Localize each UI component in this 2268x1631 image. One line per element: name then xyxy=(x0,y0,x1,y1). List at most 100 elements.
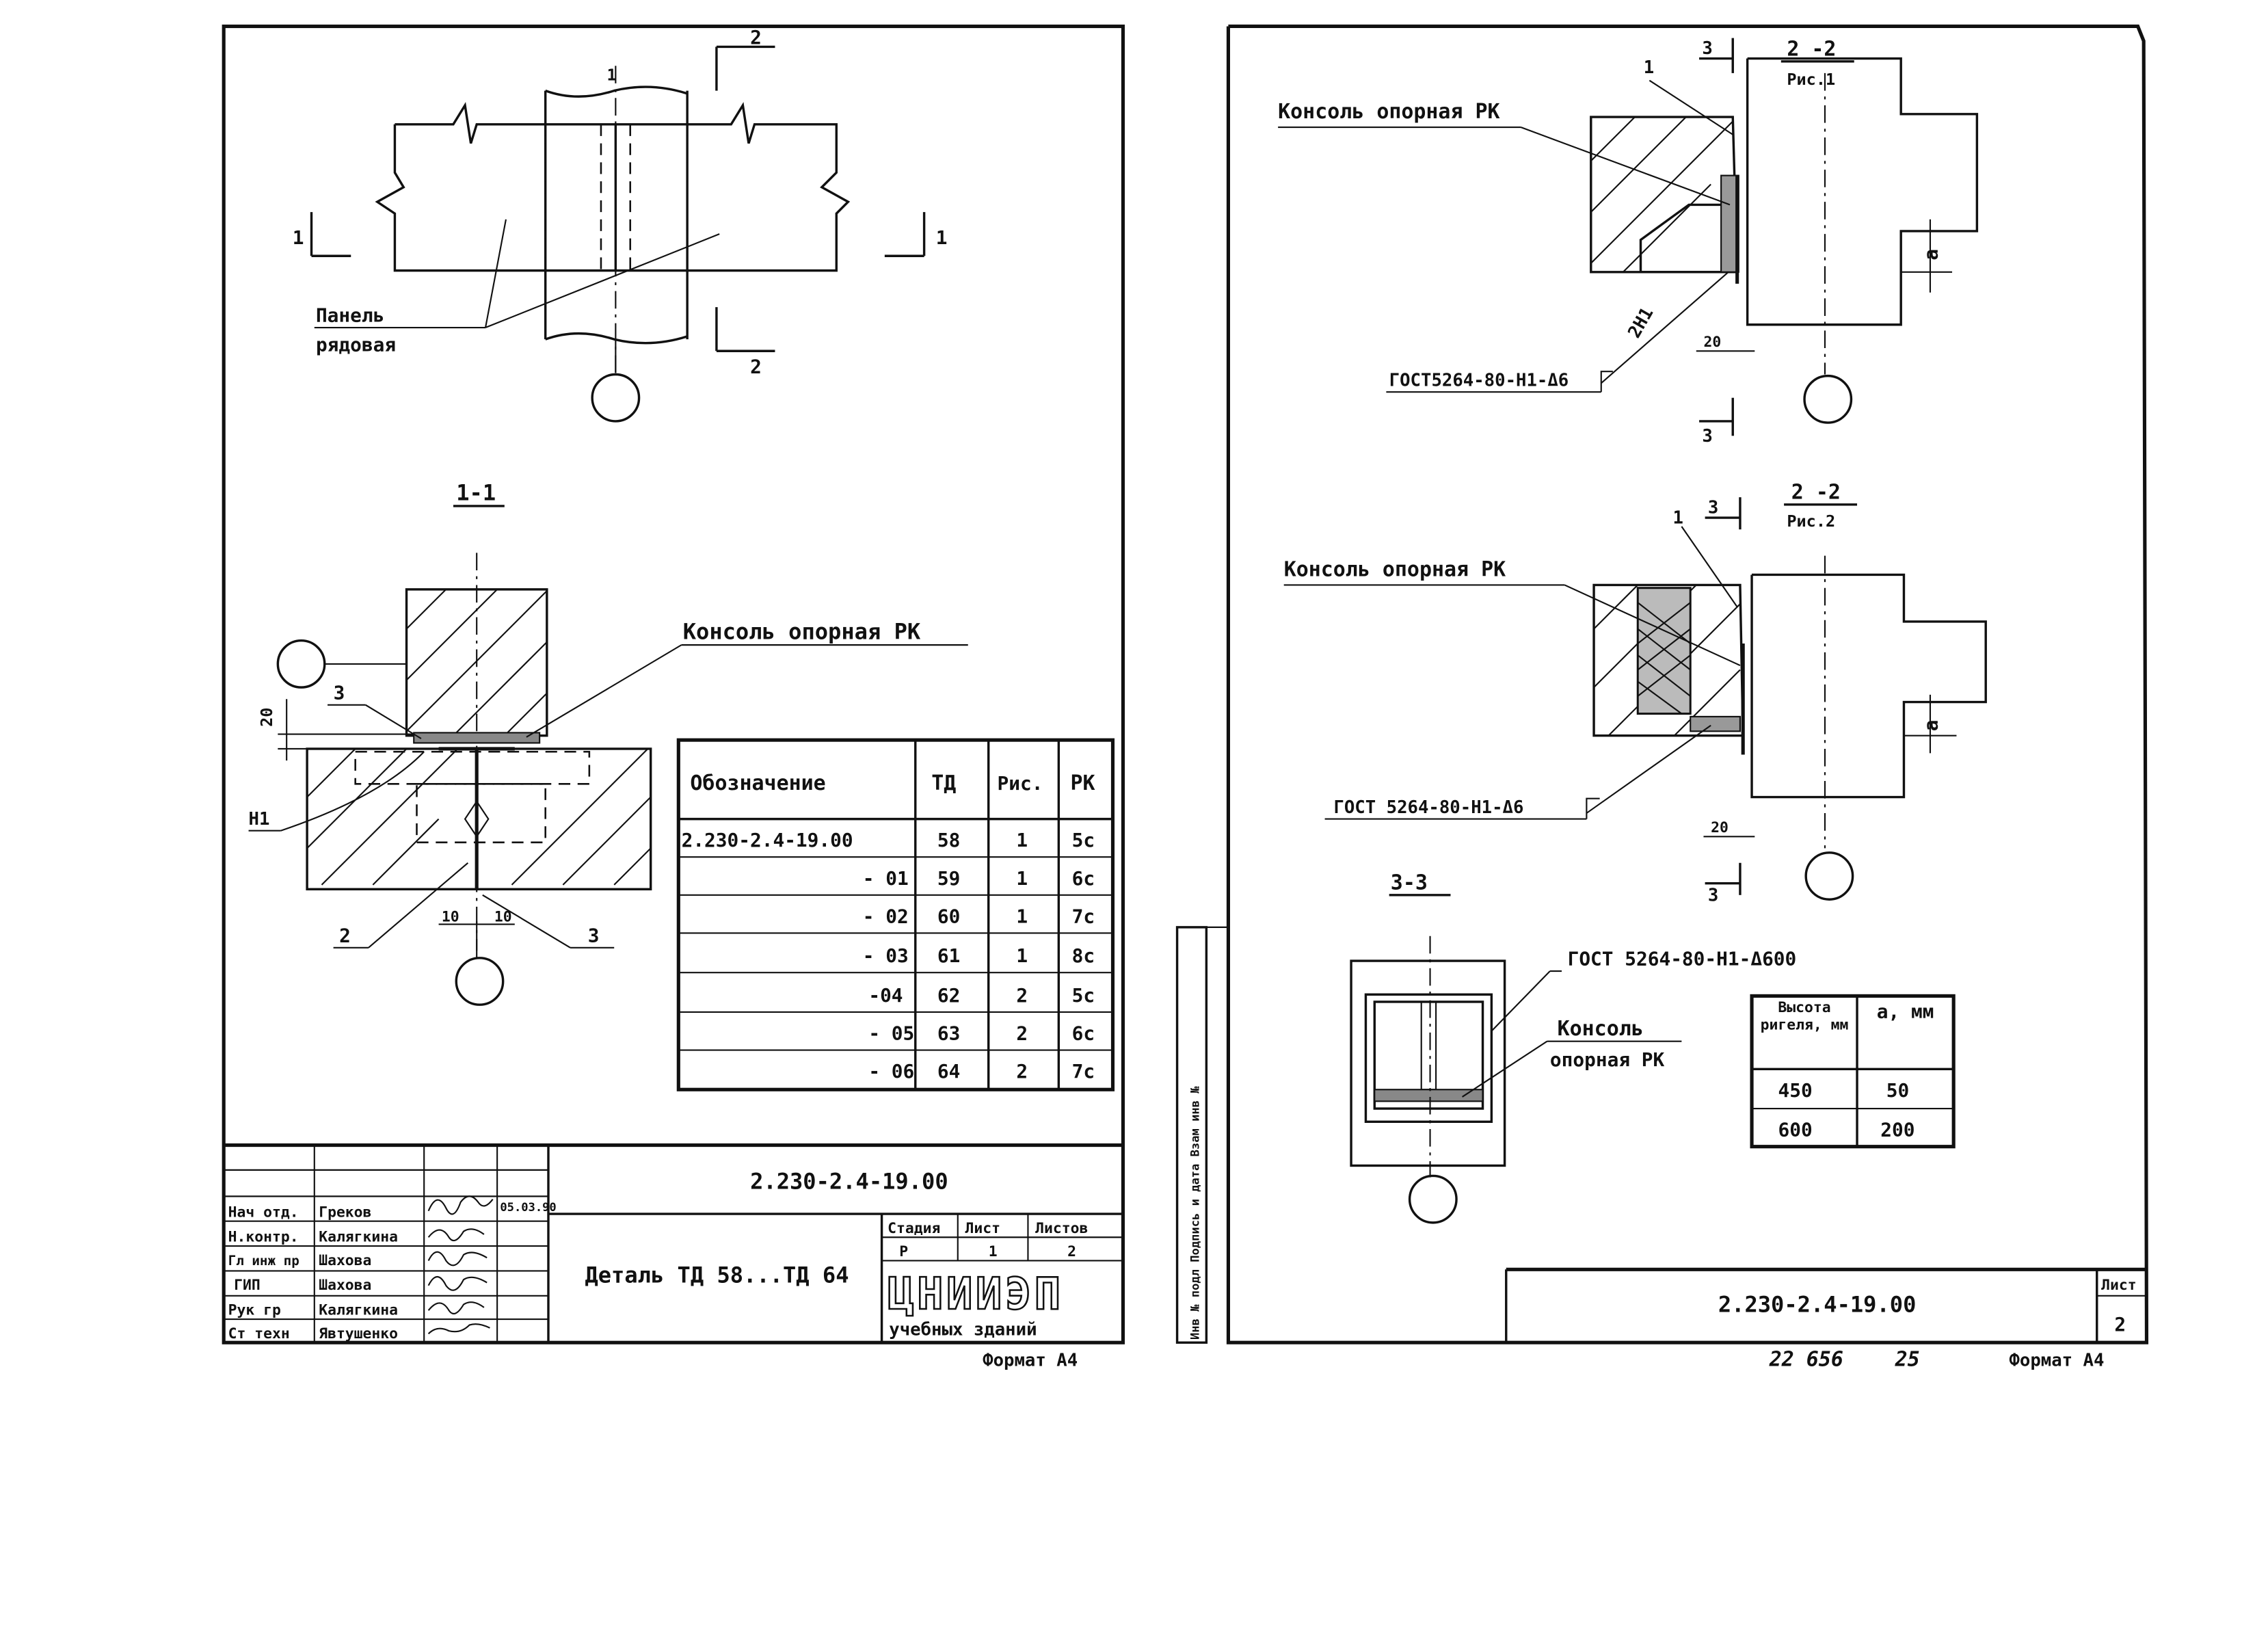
mark-3-lower: 3 xyxy=(588,924,600,946)
mark-2: 2 xyxy=(339,924,351,946)
table-row-3-fig: 1 xyxy=(1016,905,1028,927)
footer-number: 22 656 xyxy=(1769,1347,1843,1371)
table-row-5-td: 62 xyxy=(937,984,960,1007)
table-row-7-td: 64 xyxy=(937,1060,960,1083)
fig2-mark-1: 1 xyxy=(1673,508,1683,529)
stamp-date: 05.03.90 xyxy=(500,1201,556,1215)
table-row-1-rk: 5с xyxy=(1072,829,1095,851)
mark-n1: Н1 xyxy=(249,809,270,830)
fig2-mark-3-top: 3 xyxy=(1708,498,1718,518)
axis-mark-1: 1 xyxy=(607,66,617,85)
fig1-console-label: Консоль опорная РК xyxy=(1278,100,1499,124)
fig1-mark-1: 1 xyxy=(1644,57,1654,78)
sheet-value: 1 xyxy=(989,1243,998,1260)
org-logo: ЦНИИЭП xyxy=(888,1269,1063,1320)
name-2: Калягкина xyxy=(319,1229,398,1246)
table-row-3-rk: 7с xyxy=(1072,905,1095,927)
section-mark-2-top: 2 xyxy=(750,26,762,49)
fig1-dim-a: a xyxy=(1920,249,1943,261)
fig2-dim-a: a xyxy=(1920,720,1943,732)
table-row-5-fig: 2 xyxy=(1016,984,1028,1007)
table-row-6-designation: - 05 xyxy=(868,1022,914,1045)
right-stamp-code: 2.230-2.4-19.00 xyxy=(1718,1291,1917,1317)
table-row-5-rk: 5с xyxy=(1072,984,1095,1007)
plan-view: 1 1 2 2 1 Панель рядовая xyxy=(293,26,948,423)
sheets-value: 2 xyxy=(1067,1243,1076,1260)
dim-10a: 10 xyxy=(442,908,459,925)
fig1-mark-3-bot: 3 xyxy=(1702,426,1712,447)
table-header-td: ТД xyxy=(931,771,956,795)
table-row-3-td: 60 xyxy=(937,905,960,927)
right-stamp-sheet: 2 xyxy=(2114,1313,2126,1336)
side-strip-text: Инв № подл Подпись и дата Взам инв № xyxy=(1189,1086,1203,1340)
panel-label-line1: Панель xyxy=(316,304,384,326)
height-table-head-2: a, мм xyxy=(1877,1002,1934,1024)
height-row-1-a: 50 xyxy=(1886,1079,1909,1102)
table-row-5-designation: -04 xyxy=(868,984,903,1007)
fig1-section: 2 -2 Рис.1 a 20 3 3 1 xyxy=(1278,37,1979,447)
table-row-1-designation: 2.230-2.4-19.00 xyxy=(682,829,853,851)
dim-20: 20 xyxy=(257,708,276,727)
height-table-head-1: Высота ригеля, мм xyxy=(1761,1000,1849,1034)
left-format: Формат А4 xyxy=(983,1350,1078,1370)
stage-value: Р xyxy=(899,1243,908,1260)
mark-3-upper: 3 xyxy=(334,681,345,704)
table-row-7-designation: - 06 xyxy=(868,1060,914,1083)
height-row-2-h: 600 xyxy=(1778,1119,1813,1141)
table-row-6-rk: 6с xyxy=(1072,1022,1095,1045)
dim-10b: 10 xyxy=(494,908,512,925)
section-3-3-console-line2: опорная РК xyxy=(1550,1048,1665,1071)
height-row-1-h: 450 xyxy=(1778,1079,1813,1102)
height-row-2-a: 200 xyxy=(1880,1119,1915,1141)
fig2-console-label: Консоль опорная РК xyxy=(1284,558,1506,582)
fig1-title-bottom: Рис.1 xyxy=(1787,70,1835,89)
table-row-1-td: 58 xyxy=(937,829,960,851)
fig2-mark-3-bot: 3 xyxy=(1708,885,1718,905)
table-header-fig: Рис. xyxy=(998,772,1043,795)
name-4: Шахова xyxy=(319,1277,371,1294)
designation-table: Обозначение ТД Рис. РК 2.230-2.4-19.00 5… xyxy=(676,738,1115,1091)
table-row-3-designation: - 02 xyxy=(863,905,909,927)
sheets-head: Листов xyxy=(1035,1220,1088,1237)
org-subtitle: учебных зданий xyxy=(889,1320,1037,1340)
section-3-3-gost: ГОСТ 5264-80-Н1-Δ600 xyxy=(1568,947,1797,970)
footer-page: 25 xyxy=(1895,1347,1920,1371)
sheet-head: Лист xyxy=(965,1220,1000,1237)
section-mark-1-right: 1 xyxy=(936,226,948,249)
fig1-gost: ГОСТ5264-80-Н1-Δ6 xyxy=(1389,371,1569,391)
table-row-2-rk: 6с xyxy=(1072,867,1095,890)
table-row-4-rk: 8с xyxy=(1072,944,1095,967)
name-3: Шахова xyxy=(319,1252,371,1269)
role-6: Ст техн xyxy=(228,1325,290,1342)
table-row-7-rk: 7с xyxy=(1072,1060,1095,1083)
role-3: Гл инж пр xyxy=(228,1253,299,1269)
role-4: ГИП xyxy=(234,1277,261,1294)
table-row-4-td: 61 xyxy=(937,944,960,967)
fig1-dim-20: 20 xyxy=(1703,334,1721,351)
name-5: Калягкина xyxy=(319,1302,398,1319)
fig1-mark-3-top: 3 xyxy=(1702,38,1712,59)
name-6: Явтушенко xyxy=(319,1325,398,1342)
section-mark-1-left: 1 xyxy=(293,226,304,249)
section-3-3-title: 3-3 xyxy=(1391,871,1428,894)
table-row-7-fig: 2 xyxy=(1016,1060,1028,1083)
table-row-1-fig: 1 xyxy=(1016,829,1028,851)
name-1: Греков xyxy=(319,1204,371,1221)
table-row-2-td: 59 xyxy=(937,867,960,890)
fig2-title-top: 2 -2 xyxy=(1791,480,1841,504)
table-header-designation: Обозначение xyxy=(690,771,825,795)
left-sheet-frame xyxy=(222,24,1125,1344)
section-1-1-title: 1-1 xyxy=(456,479,496,505)
section-3-3-console-line1: Консоль xyxy=(1558,1017,1644,1041)
section-mark-2-bottom: 2 xyxy=(750,355,762,377)
left-stamp-code: 2.230-2.4-19.00 xyxy=(750,1169,948,1195)
fig2-gost: ГОСТ 5264-80-Н1-Δ6 xyxy=(1333,797,1523,818)
table-row-4-fig: 1 xyxy=(1016,944,1028,967)
fig2-section: 2 -2 Рис.2 a 20 3 xyxy=(1283,480,1987,905)
fig1-title-top: 2 -2 xyxy=(1787,37,1836,61)
left-title-block: Нач отд. Н.контр. Гл инж пр ГИП Рук гр С… xyxy=(224,1143,1123,1370)
table-row-4-designation: - 03 xyxy=(863,944,909,967)
section-3-3: 3-3 ГОСТ 5264-80-Н1-Δ600 Консоль опорная… xyxy=(1350,871,1797,1224)
panel-label-line2: рядовая xyxy=(316,333,396,356)
section-1-1: 1-1 xyxy=(249,479,968,1006)
